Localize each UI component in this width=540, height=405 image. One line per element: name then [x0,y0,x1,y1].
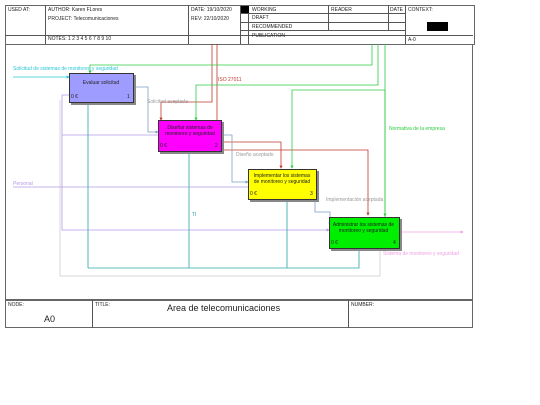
node-ref-label: A-0 [408,37,416,43]
footer-title-value: Area de telecomunicaciones [167,303,281,313]
context-thumbnail [427,22,448,31]
draft-checkbox [241,14,249,22]
notes-field: NOTES: 1 2 3 4 5 6 7 8 9 10 [48,36,112,42]
working-checkbox [241,6,249,13]
status-recommended: RECOMMENDED [252,24,293,30]
used-at-label: USED AT: [8,7,30,13]
footer-number-label: NUMBER: [351,302,375,308]
activity-box-3[interactable] [248,169,317,200]
label-solicitud-aceptada: Solicitud aceptada [147,99,188,105]
label-diseno-aceptado: Diseño aceptado [236,152,274,158]
status-working: WORKING [252,7,277,13]
activity-2-cost: 0 € [160,143,167,149]
arrow-feedback [59,100,381,277]
activity-3-cost: 0 € [250,191,257,197]
label-output: Sistema de monitoreo y seguridad [383,251,459,257]
status-draft: DRAFT [252,15,269,21]
diagram-area [5,44,473,300]
activity-3-number: 3 [310,191,313,197]
footer-frame [5,300,473,328]
reader-label: READER [331,7,352,13]
activity-2-title: Diseñar sistemas de monitoreo y segurida… [165,125,215,137]
date2-label: DATE [390,7,403,13]
activity-1-title: Evaluar solicitud [82,80,120,86]
activity-3-title: Implementar los sistemas de monitoreo y … [253,173,311,185]
label-iso: ISO 27011 [218,77,242,83]
project-field: PROJECT: Telecomunicaciones [48,16,119,22]
arrow-iso-to-3 [216,44,283,169]
activity-box-2[interactable] [158,120,222,152]
footer-title-label: TITLE: [95,302,111,308]
arrow-normativa-2 [194,44,379,121]
activity-2-number: 2 [215,143,218,149]
label-ti: TI [192,212,197,218]
arrow-solicitud-aceptada [132,86,159,134]
rev-field: REV: 22/10/2020 [191,16,229,22]
date-field: DATE: 19/10/2020 [191,7,232,13]
activity-box-1[interactable] [69,73,134,103]
arrow-personal [13,94,329,230]
activity-4-title: Administrar los sistemas de monitoreo y … [332,222,395,234]
activity-4-cost: 0 € [331,240,338,246]
activity-box-4[interactable] [329,217,400,249]
label-normativa: Normativa de la empresa [389,126,445,132]
arrow-diseno-aceptado [220,134,249,184]
recommended-checkbox [241,23,249,30]
activity-1-number: 1 [127,94,130,100]
status-publication: PUBLICATION [252,33,285,39]
footer-node-label: NODE: [8,302,24,308]
author-field: AUTHOR: Karen FLores [48,7,103,13]
context-label: CONTEXT: [408,7,433,13]
activity-4-number: 4 [393,240,396,246]
arrow-ti [87,101,360,269]
label-personal: Personal [13,181,33,187]
publication-checkbox [241,31,249,44]
activity-1-cost: 0 € [71,94,78,100]
footer-node-value: A0 [44,314,56,324]
arrow-iso-27011 [159,44,213,121]
label-input-solicitud: Solicitud de sistemas de monitoreo y seg… [13,66,118,72]
arrow-normativa [88,44,373,74]
label-implementacion: Implementación aceptada [326,197,384,203]
